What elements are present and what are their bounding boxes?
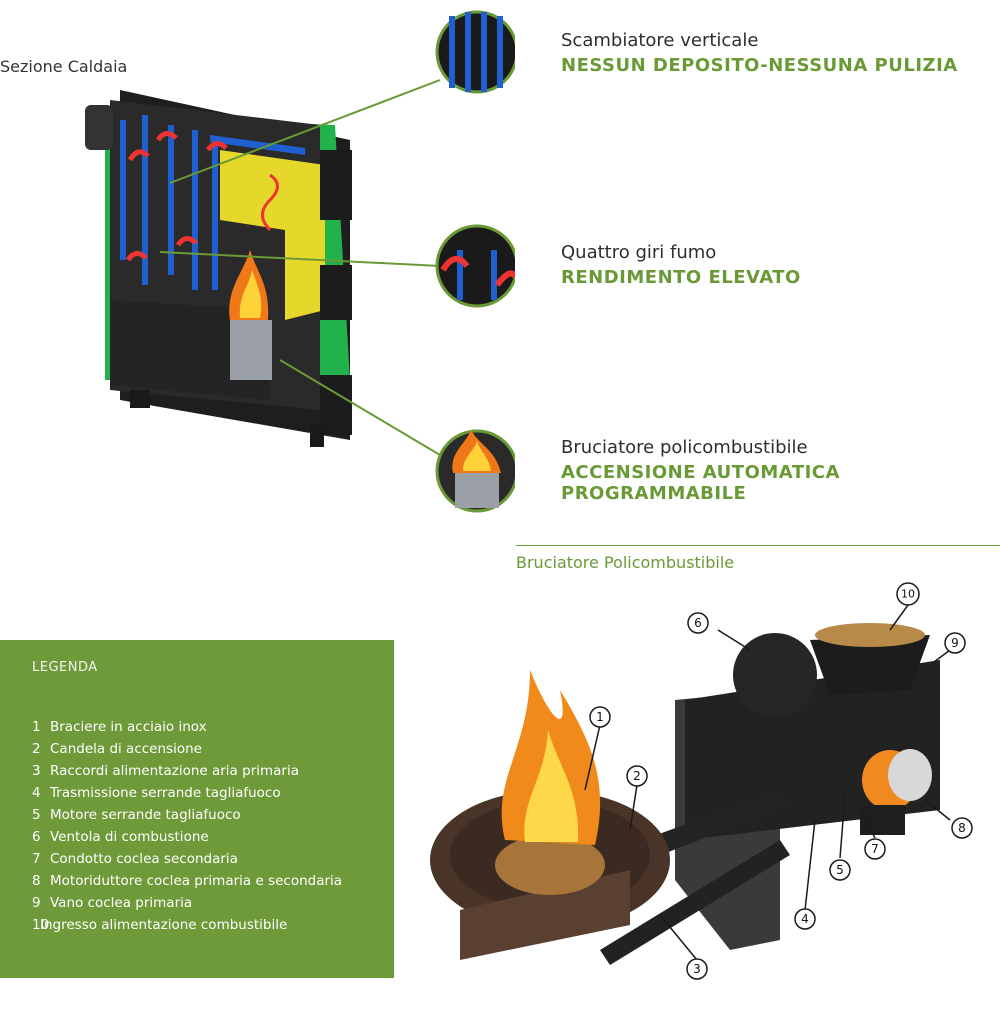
water-channel [192, 130, 198, 290]
callout-number: 1 [596, 710, 604, 724]
burner-callouts: 1 2 3 4 5 6 7 8 9 10 [584, 582, 973, 980]
feature-flue-passes: Quattro giri fumo RENDIMENTO ELEVATO [561, 242, 801, 288]
section-divider [516, 545, 1000, 546]
water-channel [120, 120, 126, 260]
callout-number: 6 [694, 616, 702, 630]
flow-arrow-icon [175, 236, 198, 247]
callout-number: 8 [958, 821, 966, 835]
feature-title: Bruciatore policombustibile [561, 437, 808, 458]
water-channel [212, 140, 218, 290]
feature-title: Scambiatore verticale [561, 30, 759, 51]
callout-number: 5 [836, 863, 844, 877]
feature-title: Quattro giri fumo [561, 242, 717, 263]
callout-connector-lines [159, 79, 441, 456]
flow-arrow-icon [261, 173, 279, 232]
feature-highlight: NESSUN DEPOSITO-NESSUNA PULIZIA [561, 55, 958, 76]
flow-arrow-icon [125, 251, 148, 262]
feature-highlight-cont: PROGRAMMABILE [561, 483, 747, 504]
feature-highlight: ACCENSIONE AUTOMATICA [561, 462, 840, 483]
water-channel [168, 125, 174, 275]
legend-item: 10Ingresso alimentazione combustibile [32, 917, 288, 933]
flow-arrow-icon [127, 149, 150, 162]
feature-exchanger: Scambiatore verticale NESSUN DEPOSITO-NE… [561, 30, 958, 76]
water-channel [142, 115, 148, 285]
flow-arrow-icon [205, 141, 228, 152]
feature-burner: Bruciatore policombustibile ACCENSIONE A… [561, 437, 840, 504]
callout-number: 3 [693, 962, 701, 976]
feature-circle-burner [435, 429, 515, 513]
burner-illustration [430, 623, 940, 965]
burner-section-title: Bruciatore Policombustibile [516, 553, 735, 572]
feature-circle-exchanger [435, 10, 515, 94]
callout-number: 2 [633, 769, 641, 783]
feature-circle-flue-passes [435, 224, 515, 308]
callout-number: 4 [801, 912, 809, 926]
callout-number: 9 [951, 636, 959, 650]
callout-number: 10 [901, 588, 915, 601]
feature-highlight: RENDIMENTO ELEVATO [561, 267, 801, 288]
boiler-section-title: Sezione Caldaia [0, 57, 128, 76]
flow-arrow-icon [440, 256, 470, 272]
combustion-chamber [220, 150, 325, 320]
legend-title: LEGENDA [32, 660, 98, 675]
flow-arrow-icon [494, 270, 515, 287]
flow-arrow-icon [155, 131, 178, 142]
callout-number: 7 [871, 842, 879, 856]
